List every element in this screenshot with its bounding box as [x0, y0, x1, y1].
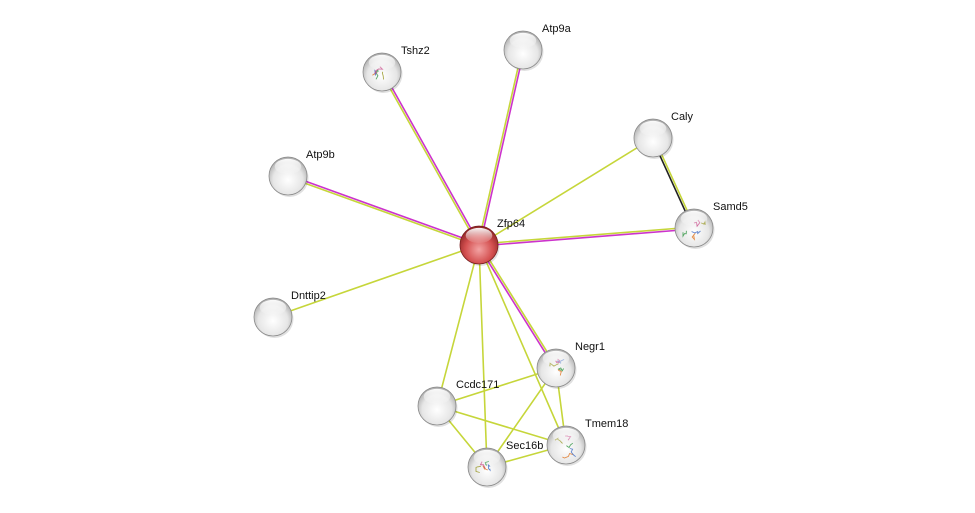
edge-evidence-textmining [478, 137, 654, 246]
edge-negr1-sec16b[interactable] [486, 367, 557, 468]
edge-evidence-coexpression [287, 174, 481, 245]
nodes-layer [253, 30, 715, 488]
node-label-samd5: Samd5 [713, 201, 748, 213]
edge-evidence-textmining [286, 176, 480, 247]
edge-negr1-ccdc171[interactable] [436, 367, 557, 407]
node-label-negr1: Negr1 [575, 341, 605, 353]
node-label-dnttip2: Dnttip2 [291, 290, 326, 302]
edge-evidence-textmining [479, 243, 558, 369]
edge-zfp64-sec16b[interactable] [478, 244, 488, 468]
edge-zfp64-ccdc171[interactable] [436, 244, 480, 407]
node-label-atp9a: Atp9a [542, 23, 572, 35]
edge-evidence-textmining [436, 244, 480, 407]
edge-zfp64-caly[interactable] [478, 137, 654, 246]
node-dnttip2[interactable] [253, 297, 294, 338]
node-samd5[interactable] [674, 208, 715, 249]
edge-evidence-textmining [478, 244, 488, 468]
labels-layer: Zfp64 Tshz2 Atp9aCalyAtp9bSamd5Dnttip2Negr… [291, 23, 748, 452]
edge-evidence-textmining [380, 71, 479, 247]
edge-ccdc171-tmem18[interactable] [436, 405, 567, 446]
edge-evidence-textmining [436, 405, 567, 446]
edge-evidence-coexpression [477, 244, 556, 370]
node-label-ccdc171: Ccdc171 [456, 379, 499, 391]
node-label-sec16b: Sec16b [506, 440, 543, 452]
node-atp9a[interactable] [503, 30, 544, 71]
node-label-tmem18: Tmem18 [585, 418, 628, 430]
edge-evidence-textmining [477, 48, 523, 246]
edge-evidence-coexpression [478, 228, 695, 247]
node-atp9b[interactable] [268, 156, 309, 197]
node-sec16b[interactable] [467, 447, 508, 488]
node-caly[interactable] [633, 118, 674, 159]
edge-zfp64-tmem18[interactable] [478, 244, 567, 446]
edge-zfp64-negr1[interactable] [477, 243, 558, 370]
node-label-atp9b: Atp9b [306, 149, 335, 161]
node-negr1[interactable] [536, 348, 577, 389]
edge-evidence-coexpression [479, 49, 525, 247]
node-ccdc171[interactable] [417, 386, 458, 427]
edge-evidence-textmining [436, 367, 557, 407]
edge-zfp64-samd5[interactable] [478, 226, 695, 247]
node-label-tshz2: Tshz2 [401, 45, 430, 57]
edge-zfp64-tshz2[interactable] [380, 70, 481, 247]
node-tmem18[interactable] [546, 425, 587, 466]
node-label-caly: Caly [671, 111, 694, 123]
edge-zfp64-dnttip2[interactable] [272, 244, 480, 318]
node-tshz2[interactable] [362, 52, 403, 93]
edge-evidence-textmining [486, 367, 557, 468]
edge-evidence-textmining [478, 226, 695, 245]
node-label-zfp64: Zfp64 [497, 218, 525, 230]
edge-zfp64-atp9b[interactable] [286, 174, 481, 247]
node-zfp64[interactable] [459, 225, 500, 266]
edge-evidence-textmining [478, 244, 567, 446]
edge-zfp64-atp9a[interactable] [477, 48, 525, 247]
edge-evidence-coexpression [382, 70, 481, 246]
edge-evidence-textmining [272, 244, 480, 318]
